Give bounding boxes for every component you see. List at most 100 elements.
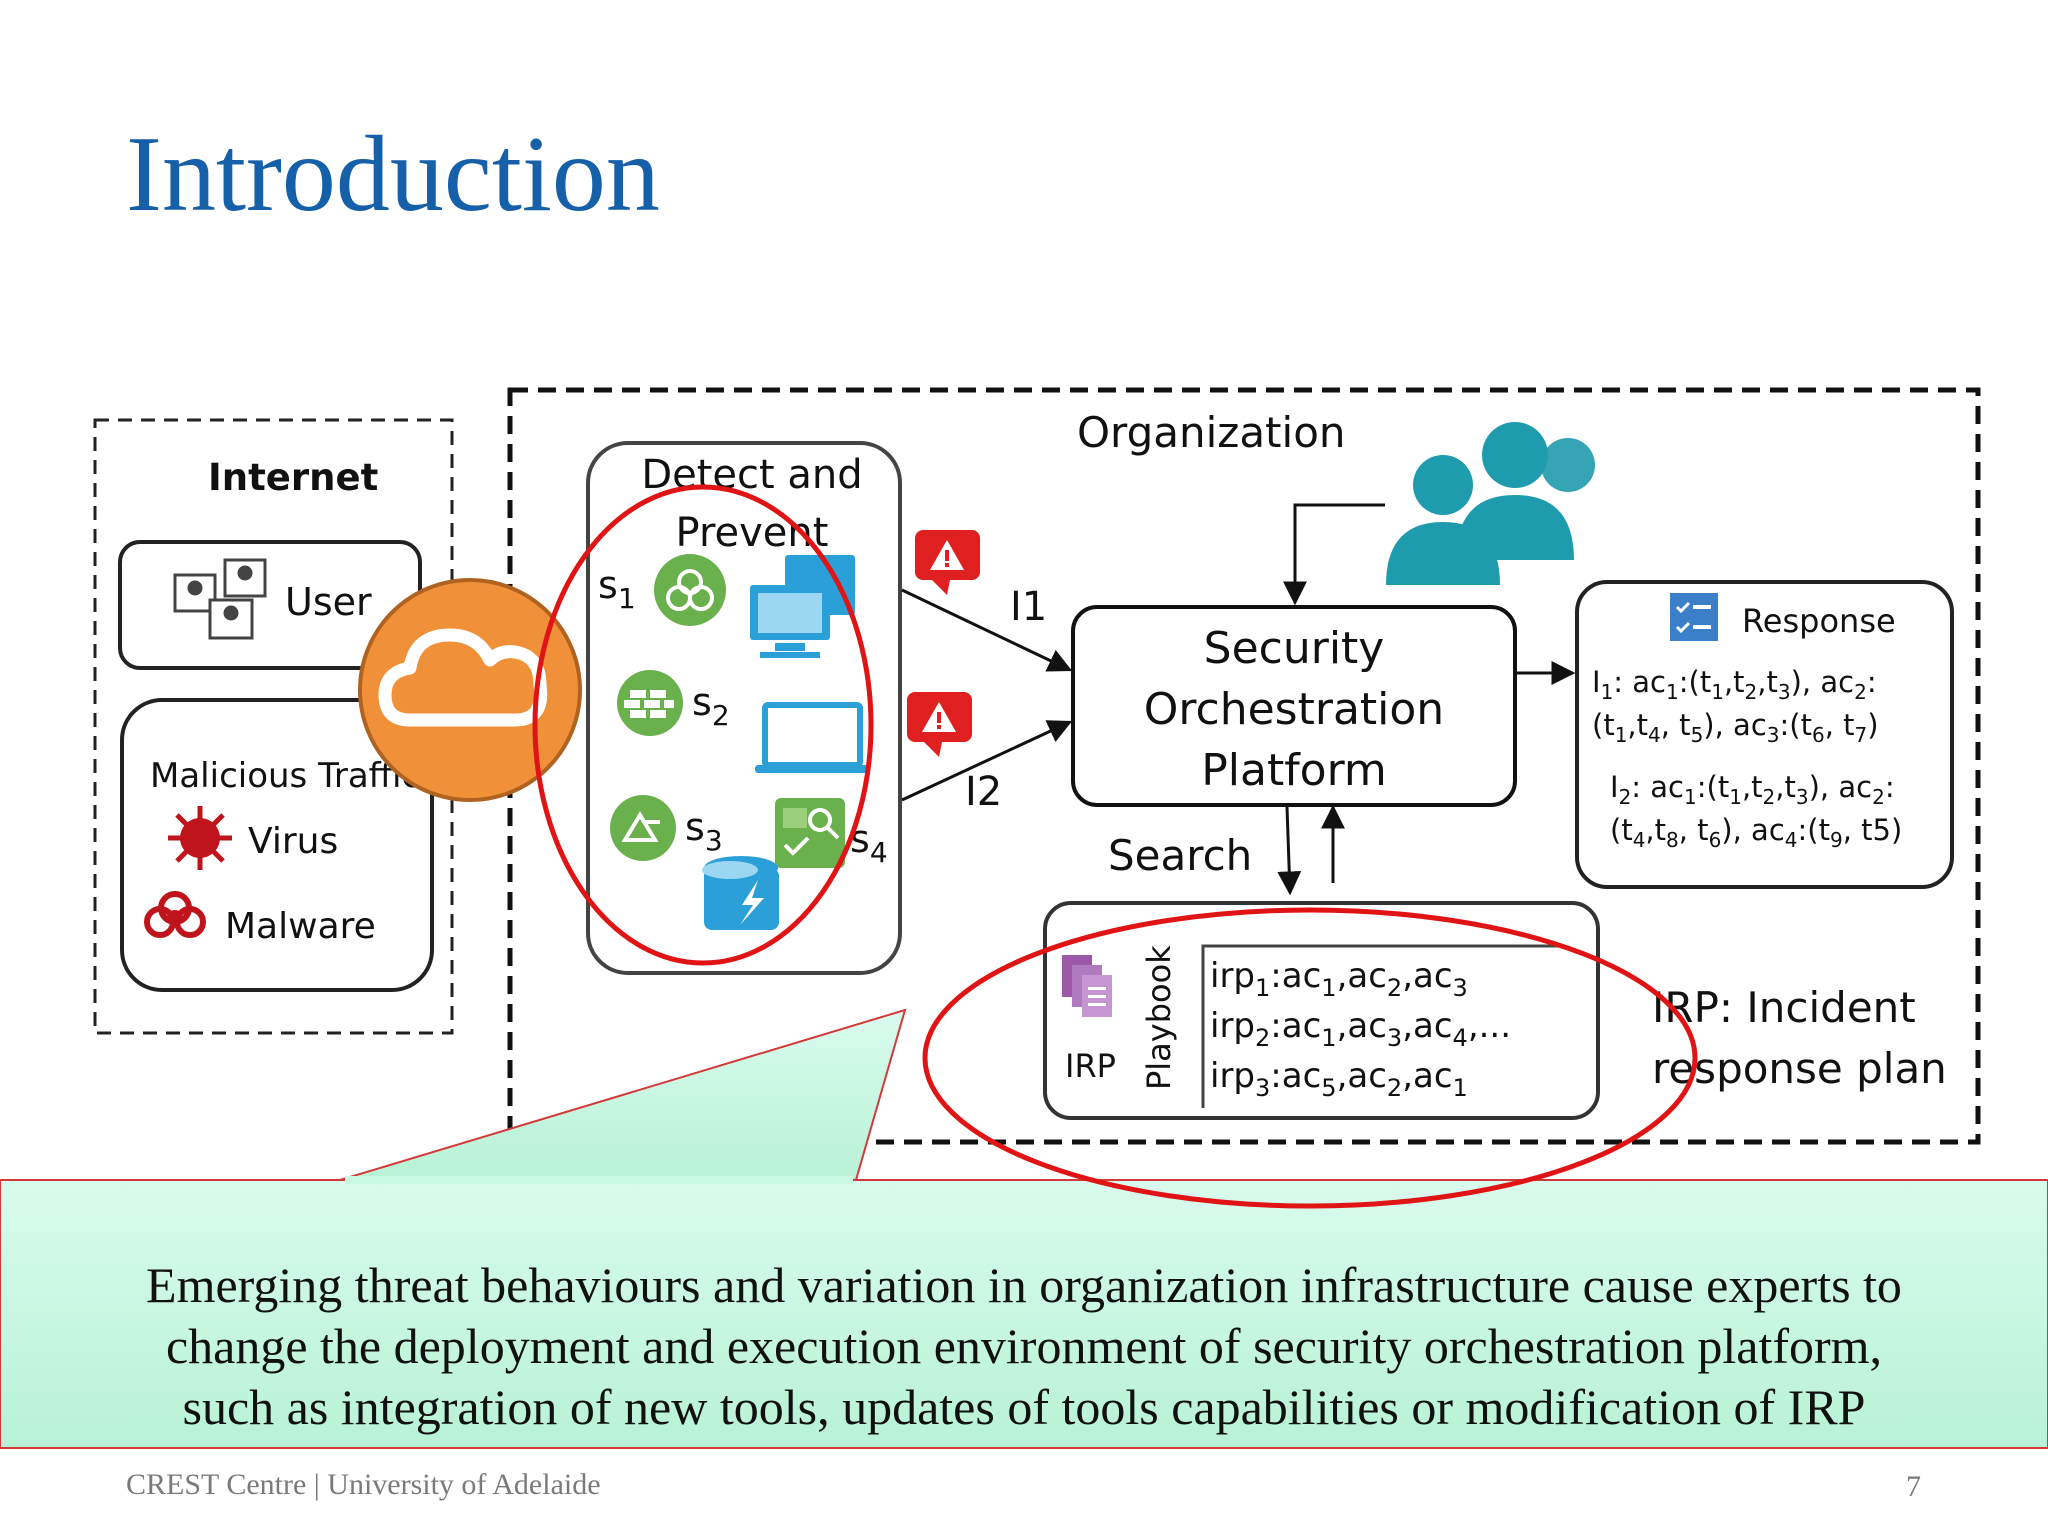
subscript: 3 <box>1778 680 1791 704</box>
callout-line-3: such as integration of new tools, update… <box>182 1379 1866 1435</box>
subscript: 4 <box>1453 1024 1468 1052</box>
security-orchestration-platform-box <box>1071 605 1517 807</box>
text-segment: I <box>1592 665 1601 699</box>
response-box <box>1575 580 1954 889</box>
text-segment: :ac <box>1270 956 1321 996</box>
subscript: 3 <box>1767 723 1780 747</box>
subscript: 1 <box>1729 785 1742 809</box>
database-icon <box>702 856 779 930</box>
laptop-icon <box>755 702 870 773</box>
slide-title: Introduction <box>126 115 660 234</box>
page-number: 7 <box>1906 1470 1921 1503</box>
playbook-entry-1: irp1:ac1,ac2,ac3 <box>1210 956 1468 1002</box>
irp-label: IRP <box>1065 1047 1116 1085</box>
text-segment: ,t <box>1645 813 1666 847</box>
alert-icon-2 <box>907 692 972 757</box>
subscript: 4 <box>1648 723 1661 747</box>
text-segment: , t <box>1661 708 1691 742</box>
network-sensor-icon <box>610 795 676 861</box>
people-to-platform-arrow <box>1283 503 1385 606</box>
text-segment: ,ac <box>1402 1006 1452 1046</box>
text-segment: ,ac <box>1337 1056 1387 1096</box>
text-segment: : ac <box>1613 665 1666 699</box>
sop-label-line2: Orchestration <box>1144 684 1444 735</box>
subscript: 4 <box>1785 828 1798 852</box>
subscript: 3 <box>1796 785 1809 809</box>
subscript: 2 <box>1619 785 1632 809</box>
footer-institution: CREST Centre | University of Adelaide <box>126 1468 601 1501</box>
text-segment: irp <box>1210 1056 1255 1096</box>
sop-label-line1: Security <box>1204 623 1385 674</box>
subscript: 2 <box>1255 1024 1270 1052</box>
virus-label: Virus <box>248 821 338 862</box>
playbook-entry-3: irp3:ac5,ac2,ac1 <box>1210 1056 1468 1102</box>
text-segment: ), ac <box>1703 708 1766 742</box>
playbook-entry-2: irp2:ac1,ac3,ac4,... <box>1210 1006 1511 1052</box>
subscript: 4 <box>1633 828 1646 852</box>
callout-text: Emerging threat behaviours and variation… <box>0 1255 2048 1438</box>
subscript: 3 <box>1387 1024 1402 1052</box>
text-segment: , t <box>1825 708 1855 742</box>
text-segment: (t <box>1592 708 1615 742</box>
callout-line-1: Emerging threat behaviours and variation… <box>146 1257 1902 1313</box>
sensor-s3-label: s3 <box>685 805 723 857</box>
firewall-sensor-icon <box>617 670 683 736</box>
tools-sensor-icon <box>775 798 845 868</box>
subscript: 1 <box>1684 785 1697 809</box>
subscript: 2 <box>1854 680 1867 704</box>
incident-arrow-1 <box>901 588 1073 672</box>
text-segment: (t <box>1610 813 1633 847</box>
text-segment: :(t <box>1697 770 1729 804</box>
playbook-box <box>1043 901 1600 1120</box>
text-segment: ,ac <box>1402 956 1452 996</box>
malware-label: Malware <box>225 906 376 947</box>
subscript: 3 <box>1453 974 1468 1002</box>
incident-label-1: I1 <box>1010 584 1047 630</box>
text-segment: ), ac <box>1721 813 1784 847</box>
text-segment: irp <box>1210 1006 1255 1046</box>
subscript: 5 <box>1321 1074 1336 1102</box>
callout-pointer <box>339 1008 907 1181</box>
subscript: 1 <box>1453 1074 1468 1102</box>
sensor-s1-label: s1 <box>598 563 636 615</box>
text-segment: irp <box>1210 956 1255 996</box>
subscript: 6 <box>1812 723 1825 747</box>
subscript: 3 <box>1255 1074 1270 1102</box>
irp-note-line1: IRP: Incident <box>1652 983 1916 1032</box>
highlight-ellipse-playbook <box>922 907 1698 1209</box>
cloud-icon <box>358 578 582 802</box>
subscript: 2 <box>1387 1074 1402 1102</box>
sensor-s2-label: s2 <box>692 680 730 732</box>
response-i1-line2: (t1,t4, t5), ac3:(t6, t7) <box>1592 708 1879 747</box>
response-i2-line2: (t4,t8, t6), ac4:(t9, t5) <box>1610 813 1902 852</box>
search-arrow-down <box>1277 806 1302 896</box>
organization-title: Organization <box>1077 408 1346 457</box>
malware-biohazard-icon <box>144 891 206 938</box>
subscript: 1 <box>1666 680 1679 704</box>
subscript: 8 <box>1666 828 1679 852</box>
text-segment: :(t <box>1780 708 1812 742</box>
checklist-icon <box>1670 593 1718 641</box>
internet-title: Internet <box>208 456 378 499</box>
highlight-ellipse-sensors <box>532 484 874 966</box>
subscript: 9 <box>1830 828 1843 852</box>
biohazard-sensor-icon <box>654 554 726 626</box>
response-title: Response <box>1742 602 1896 640</box>
malicious-traffic-label: Malicious Traffic <box>150 756 420 796</box>
text-segment: , t <box>1679 813 1709 847</box>
subscript: 2 <box>1387 974 1402 1002</box>
text-segment: ), ac <box>1809 770 1872 804</box>
subscript: 7 <box>1855 723 1868 747</box>
text-segment: :ac <box>1270 1056 1321 1096</box>
text-segment: :(t <box>1679 665 1711 699</box>
text-segment: ,t <box>1775 770 1796 804</box>
subscript: 1 <box>1711 680 1724 704</box>
response-i2-line1: I2: ac1:(t1,t2,t3), ac2: <box>1610 770 1895 809</box>
incident-label-2: I2 <box>965 769 1002 815</box>
text-segment: ,ac <box>1337 1006 1387 1046</box>
response-i1-line1: I1: ac1:(t1,t2,t3), ac2: <box>1592 665 1877 704</box>
text-segment: ,t <box>1724 665 1745 699</box>
callout-box <box>0 1179 2048 1449</box>
text-segment: : <box>1867 665 1877 699</box>
